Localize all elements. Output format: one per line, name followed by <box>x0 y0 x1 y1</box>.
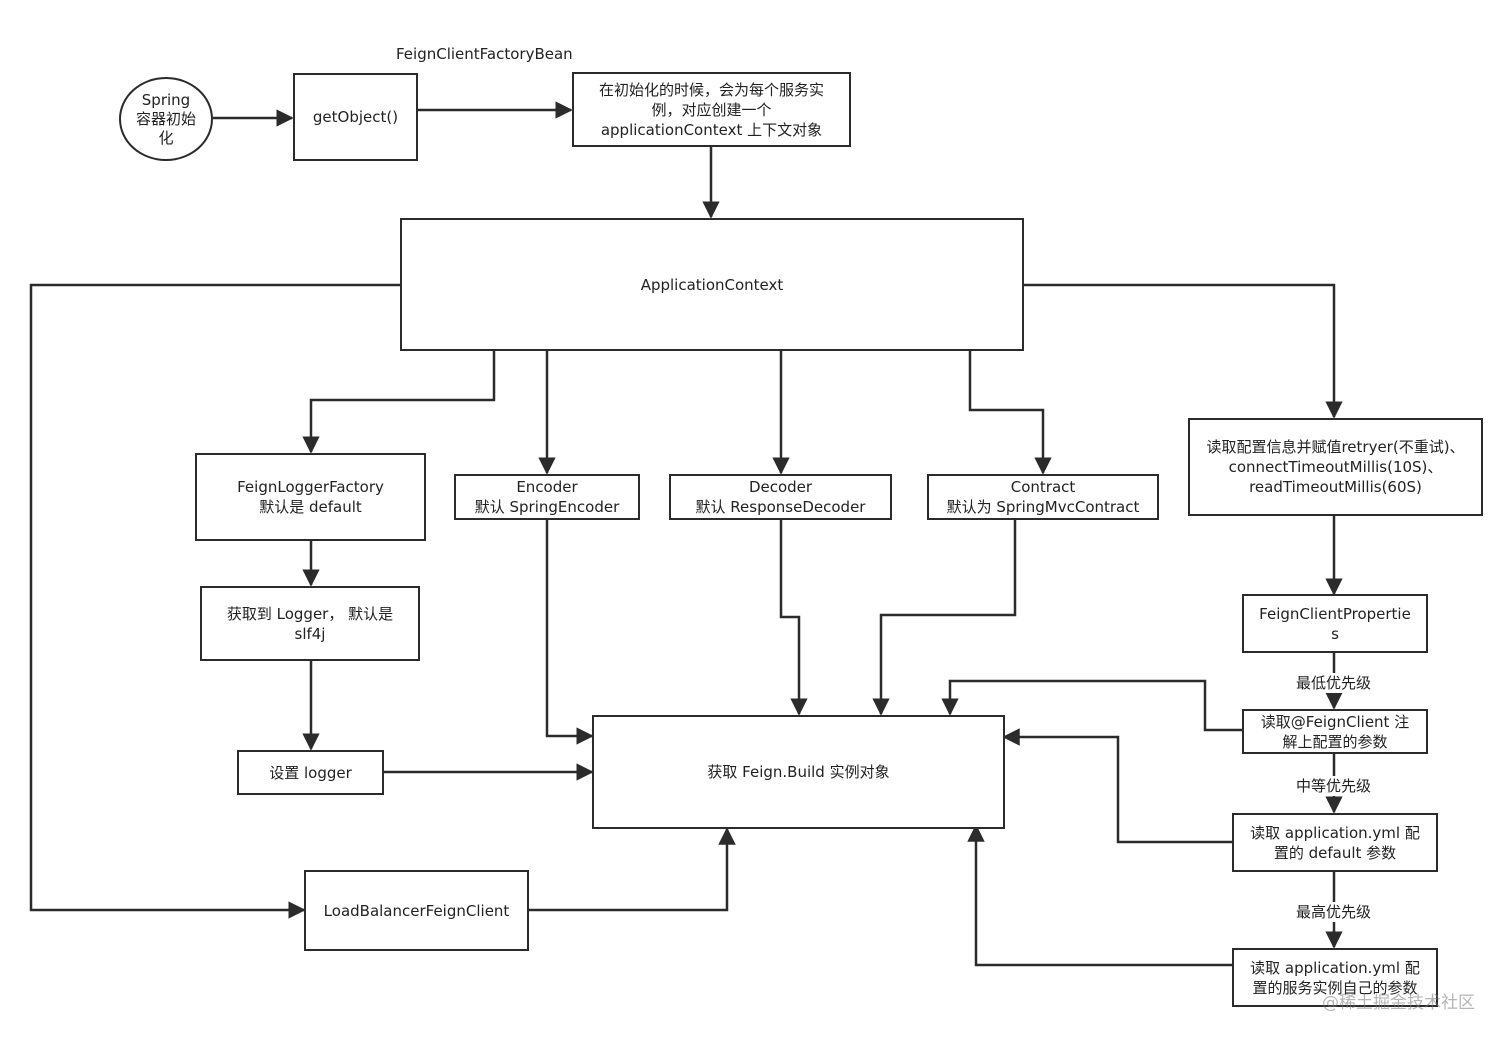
get-object-node: getObject() <box>293 73 418 161</box>
watermark: @稀土掘金技术社区 <box>1322 993 1475 1013</box>
get-logger-node: 获取到 Logger， 默认是 slf4j <box>200 586 420 661</box>
edge-appcontext-to-read-config <box>1024 283 1343 419</box>
client-properties-node: FeignClientPropertie s <box>1242 594 1428 653</box>
edge-appcontext-to-load-balancer <box>29 283 401 919</box>
edge-decoder-to-feign-build <box>779 519 808 716</box>
edge-appcontext-to-contract <box>968 347 1052 475</box>
factory-bean-label: FeignClientFactoryBean <box>396 45 573 63</box>
encoder-node: Encoder 默认 SpringEncoder <box>454 474 640 520</box>
load-balancer-node: LoadBalancerFeignClient <box>304 870 529 951</box>
decoder-node: Decoder 默认 ResponseDecoder <box>669 474 892 520</box>
spring-init-node: Spring 容器初始 化 <box>119 77 213 161</box>
contract-node: Contract 默认为 SpringMvcContract <box>927 474 1159 520</box>
highest-priority-label: 最高优先级 <box>1296 902 1372 922</box>
edge-load-balancer-to-feign-build <box>528 827 736 912</box>
edge-annotation-to-feign-build <box>941 679 1242 732</box>
edge-yml-default-to-feign-build <box>1002 728 1233 844</box>
application-context-node: ApplicationContext <box>400 218 1024 351</box>
read-yml-default-node: 读取 application.yml 配 置的 default 参数 <box>1232 813 1438 872</box>
set-logger-node: 设置 logger <box>237 750 384 795</box>
read-annotation-node: 读取@FeignClient 注 解上配置的参数 <box>1242 709 1428 754</box>
edge-encoder-to-feign-build <box>545 519 594 745</box>
logger-factory-node: FeignLoggerFactory 默认是 default <box>195 453 426 541</box>
lowest-priority-label: 最低优先级 <box>1296 673 1372 693</box>
create-context-node: 在初始化的时候，会为每个服务实 例，对应创建一个 applicationCont… <box>572 72 851 147</box>
read-config-node: 读取配置信息并赋值retryer(不重试)、 connectTimeoutMil… <box>1188 418 1483 516</box>
edge-yml-service-to-feign-build <box>967 824 1233 967</box>
read-yml-service-node: 读取 application.yml 配 置的服务实例自己的参数 <box>1232 948 1438 1007</box>
medium-priority-label: 中等优先级 <box>1296 776 1372 796</box>
edge-contract-to-feign-build <box>872 515 1017 716</box>
feign-build-node: 获取 Feign.Build 实例对象 <box>592 715 1005 829</box>
edge-appcontext-to-logger-factory <box>302 347 496 454</box>
